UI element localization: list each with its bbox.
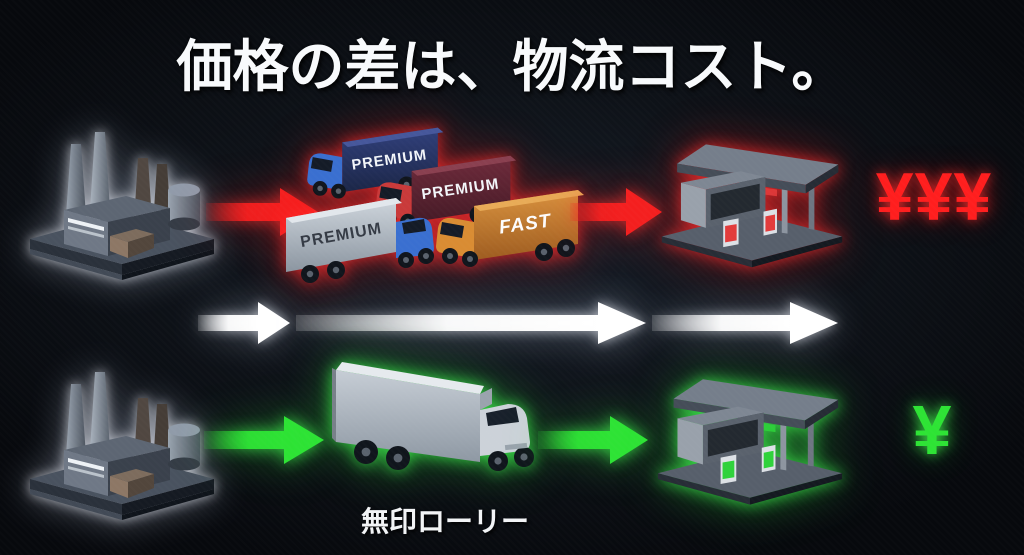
gas-station-icon	[656, 132, 848, 272]
page-title: 価格の差は、物流コスト。	[176, 35, 848, 98]
cheap-price-label: ¥	[912, 391, 952, 469]
premium-truck-silver: PREMIUM	[286, 198, 434, 283]
factory-icon	[22, 118, 222, 288]
expensive-price-label: ¥¥¥	[875, 159, 993, 235]
gas-station-icon	[652, 368, 848, 508]
arrow-right-icon	[538, 414, 648, 466]
arrow-right-icon	[296, 300, 646, 346]
plain-lorry-icon	[332, 358, 552, 500]
fast-truck-orange: FAST	[436, 190, 584, 267]
branded-trucks-icon: PREMIUM PREMIUM	[286, 122, 584, 310]
plain-lorry-caption: 無印ローリー	[360, 506, 529, 537]
arrow-right-icon	[204, 414, 324, 466]
arrow-right-icon	[652, 300, 838, 346]
factory-icon	[22, 358, 222, 528]
arrow-right-icon	[570, 186, 662, 238]
arrow-right-icon	[198, 300, 290, 346]
